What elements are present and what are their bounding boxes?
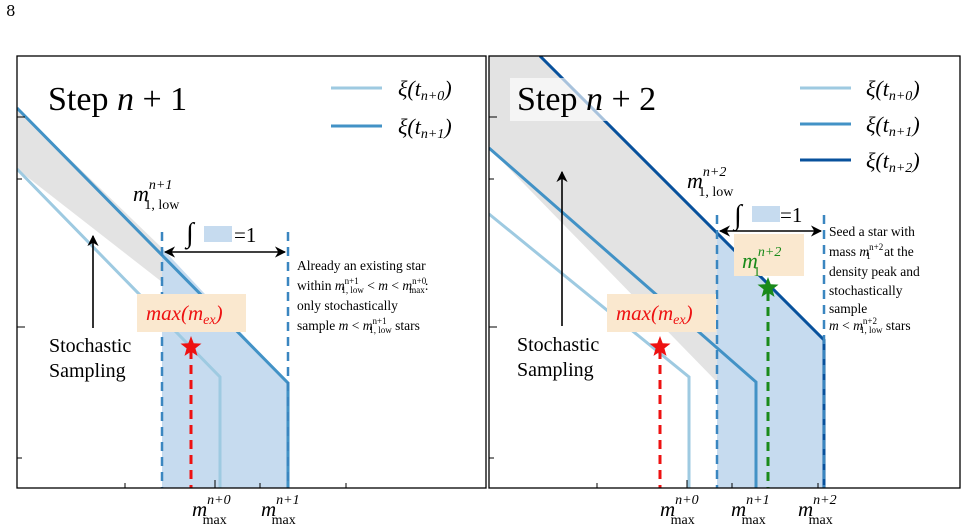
right-legend-label-n1: ξ(tn+1) <box>866 112 920 140</box>
right-integral-eq: =1 <box>780 203 802 227</box>
left-legend-label-n1: ξ(tn+1) <box>398 114 452 142</box>
right-stochastic-label-line2: Sampling <box>517 359 594 381</box>
left-integral-eq: =1 <box>234 223 256 247</box>
left-curve-xi-n0 <box>17 167 222 488</box>
left-band <box>17 108 162 282</box>
right-title-box <box>510 78 657 121</box>
right-panel-title: Step n + 2 <box>517 81 656 118</box>
right-m1-label-box <box>734 234 804 276</box>
right-integral-swatch <box>752 206 780 222</box>
left-stochastic-label-line1: Stochastic <box>49 335 131 357</box>
right-note-line1: Seed a star with <box>829 224 915 239</box>
left-axis-ticks <box>17 116 347 488</box>
right-max-label: max(mex) <box>616 301 693 328</box>
left-existing-star-icon <box>180 336 202 356</box>
left-integral-region <box>162 248 288 488</box>
right-axis-ticks <box>489 116 819 488</box>
right-legend-label-n0: ξ(tn+0) <box>866 76 920 104</box>
right-stochastic-label-line1: Stochastic <box>517 334 599 356</box>
right-note-line5: sample <box>829 301 867 316</box>
left-panel: max(mex) Step n + 1 ξ(tn+0) ξ(tn+1) mn+1… <box>16 55 487 528</box>
right-integral-region <box>717 232 824 488</box>
left-axes-frame <box>16 55 487 489</box>
left-integral-swatch <box>204 226 232 242</box>
left-panel-title: Step n + 1 <box>48 81 187 118</box>
left-note-line1: Already an existing star <box>297 258 426 273</box>
right-note-line4: stochastically <box>829 283 903 298</box>
left-max-label: max(mex) <box>146 301 223 328</box>
right-max-label-box <box>607 294 716 332</box>
right-seed-star-icon <box>757 277 779 297</box>
right-curve-xi-n0 <box>489 212 691 488</box>
right-existing-star-icon <box>649 336 671 356</box>
left-note-line3: only stochastically <box>297 298 398 313</box>
right-legend-label-n2: ξ(tn+2) <box>866 148 920 176</box>
left-legend-label-n0: ξ(tn+0) <box>398 76 452 104</box>
right-axes-frame <box>488 55 961 489</box>
left-stochastic-label-line2: Sampling <box>49 360 126 382</box>
left-integral-sign: ∫ <box>184 218 196 250</box>
right-integral-sign: ∫ <box>732 200 744 232</box>
right-note-line3: density peak and <box>829 264 920 279</box>
right-curve-xi-n1 <box>489 146 758 488</box>
left-max-label-box <box>137 294 246 332</box>
page-number: 8 <box>6 2 16 20</box>
